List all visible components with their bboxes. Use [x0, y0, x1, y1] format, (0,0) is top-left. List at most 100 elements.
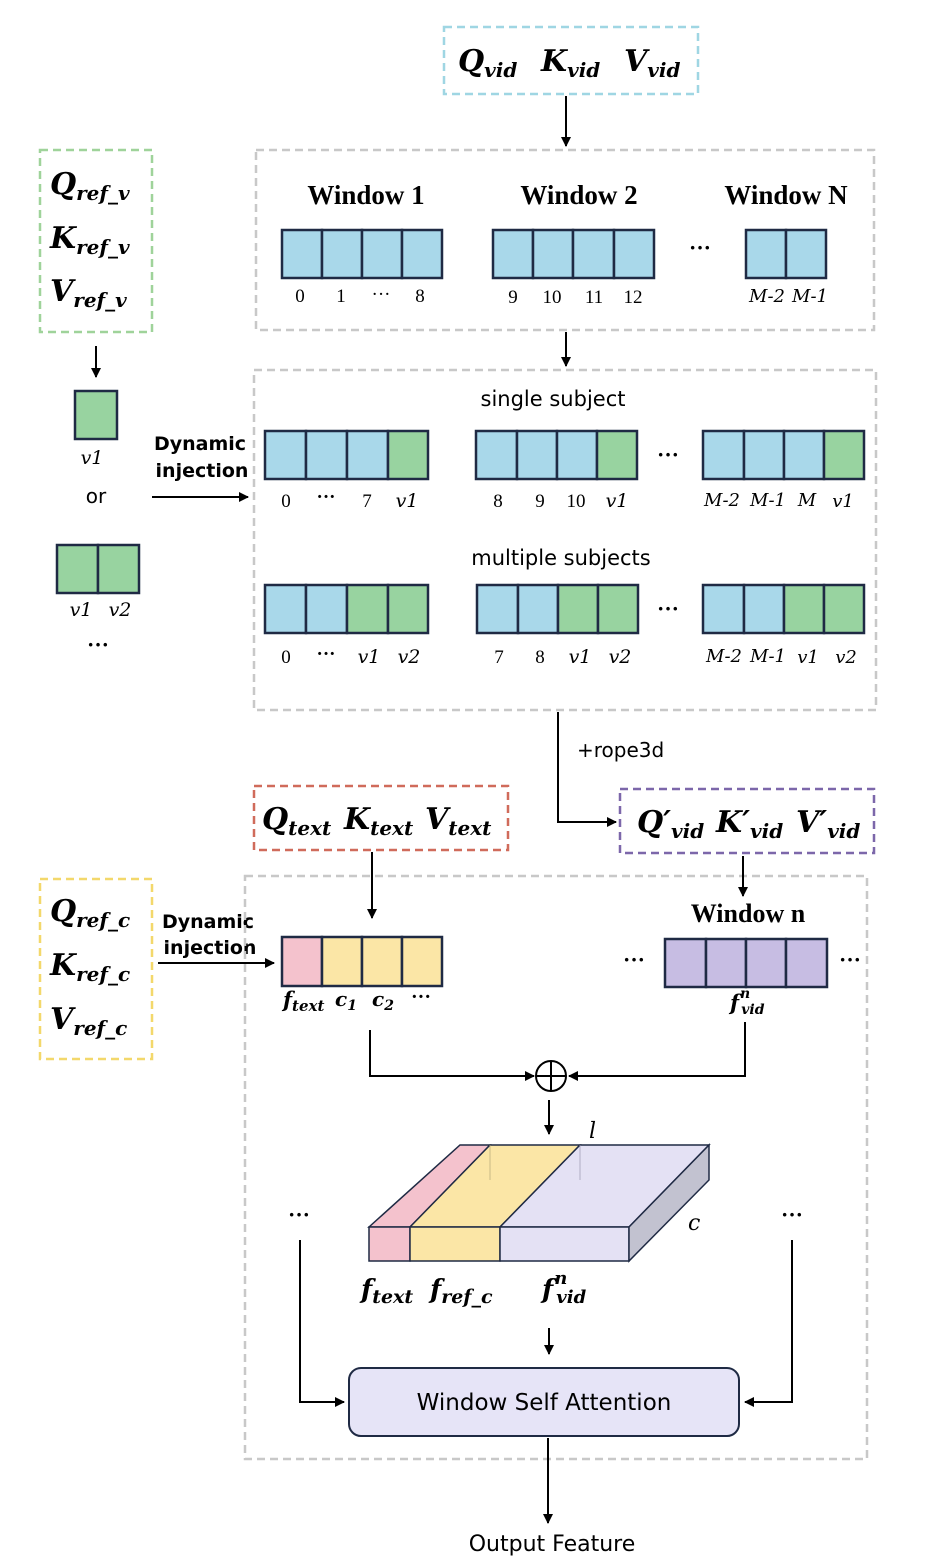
window-n-label: Window n	[691, 899, 806, 928]
window-2-labels: 9 10 11 12	[508, 287, 642, 308]
windows-box	[254, 148, 876, 332]
svg-text:1: 1	[336, 286, 346, 307]
svg-text:8: 8	[493, 491, 503, 512]
svg-text:12: 12	[624, 287, 643, 308]
text-qkv-box	[252, 784, 510, 852]
svg-text:v1: v1	[569, 646, 592, 668]
svg-text:K′vid: K′vid	[715, 805, 783, 843]
svg-text:9: 9	[535, 491, 545, 512]
svg-text:···: ···	[411, 986, 431, 1008]
svg-text:v2: v2	[835, 647, 857, 668]
svg-text:injection: injection	[156, 460, 249, 482]
vid-prime-box	[618, 787, 876, 855]
window-2-cells	[491, 228, 656, 280]
ref-v-box	[38, 148, 154, 334]
text-ref-sequence	[280, 935, 444, 988]
cube-l-label: l	[589, 1119, 596, 1144]
multi-g3-labels: M-2 M-1 v1 v2	[705, 646, 857, 668]
svg-text:0: 0	[281, 647, 291, 668]
text-ref-sequence-labels: ftext c1 c2 ···	[281, 986, 431, 1015]
svg-text:···: ···	[316, 487, 335, 508]
svg-text:V′vid: V′vid	[796, 805, 860, 843]
dynamic-injection-label-1: Dynamic injection	[154, 433, 248, 482]
svg-text:Dynamic: Dynamic	[154, 433, 246, 455]
svg-text:Kvid: Kvid	[540, 44, 600, 82]
rope3d-label: +rope3d	[577, 738, 664, 762]
svg-text:Qref_v: Qref_v	[50, 167, 130, 205]
multi-g1-cells	[263, 583, 430, 635]
svg-text:Vvid: Vvid	[624, 44, 681, 82]
svg-text:fref_c: fref_c	[428, 1275, 493, 1308]
arrow-text-to-merge	[369, 1030, 535, 1081]
svg-text:Vref_c: Vref_c	[50, 1002, 127, 1040]
window-n-labels: M-2 M-1	[748, 286, 828, 307]
dynamic-injection-label-2: Dynamic injection	[162, 911, 256, 959]
ref-c-text: Qref_c Kref_c Vref_c	[49, 894, 130, 1040]
svg-text:v2: v2	[109, 599, 132, 621]
feature-cube	[367, 1143, 711, 1263]
window-self-attention-label: Window Self Attention	[417, 1390, 672, 1416]
ref-v-text: Qref_v Kref_v Vref_v	[49, 167, 130, 312]
svg-text:11: 11	[585, 287, 603, 308]
svg-text:ftext: ftext	[281, 987, 324, 1015]
multi-ref-tokens	[55, 543, 141, 595]
multi-g2-cells	[475, 583, 640, 635]
multi-ref-labels: v1 v2	[70, 599, 132, 621]
top-qkv-text: Qvid Kvid Vvid	[458, 44, 681, 82]
svg-text:M-1: M-1	[749, 646, 786, 667]
window-1-title: Window 1	[307, 180, 424, 210]
svg-text:Vref_v: Vref_v	[50, 274, 127, 312]
arrow-vid-to-merge	[568, 1022, 746, 1081]
svg-text:7: 7	[362, 491, 372, 512]
svg-text:Kref_c: Kref_c	[49, 948, 130, 986]
svg-text:ftext: ftext	[359, 1275, 413, 1308]
single-g1-cells	[263, 429, 430, 481]
svg-text:···: ···	[372, 284, 391, 305]
concat-icon	[535, 1060, 567, 1092]
single-g2-labels: 8 9 10 v1	[493, 490, 628, 512]
arrow-right-to-attention	[744, 1240, 793, 1407]
window-1-labels: 0 1 ··· 8	[295, 284, 425, 307]
vid-sequence	[663, 937, 829, 989]
svg-text:Kref_v: Kref_v	[49, 221, 130, 259]
svg-text:v1: v1	[358, 646, 381, 668]
output-feature-label: Output Feature	[469, 1532, 636, 1557]
svg-text:8: 8	[535, 647, 545, 668]
vid-prime-text: Q′vid K′vid V′vid	[637, 805, 860, 843]
svg-text:c1: c1	[335, 987, 357, 1014]
svg-text:8: 8	[415, 286, 425, 307]
svg-text:v1: v1	[70, 599, 93, 621]
svg-text:v2: v2	[609, 646, 632, 668]
svg-text:M: M	[797, 490, 817, 511]
ref-c-box	[38, 877, 154, 1061]
svg-text:10: 10	[567, 491, 586, 512]
svg-text:0: 0	[281, 491, 291, 512]
svg-text:Qtext: Qtext	[262, 802, 332, 840]
arrow-left-to-attention	[299, 1240, 345, 1407]
single-ellipsis: ···	[657, 442, 679, 467]
arrow-rope3d	[557, 712, 617, 827]
windows-ellipsis: ···	[689, 235, 711, 260]
svg-text:v1: v1	[396, 490, 419, 512]
multi-g1-labels: 0 ··· v1 v2	[281, 644, 420, 668]
svg-text:v1: v1	[797, 647, 819, 668]
single-g3-labels: M-2 M-1 M v1	[703, 490, 854, 512]
svg-text:0: 0	[295, 286, 305, 307]
svg-text:9: 9	[508, 287, 518, 308]
svg-text:Dynamic: Dynamic	[162, 911, 254, 933]
svg-text:v1: v1	[832, 491, 854, 512]
window-n-cells	[744, 228, 828, 280]
svg-text:M-2: M-2	[705, 646, 742, 667]
vid-seq-ellipsis-right: ···	[839, 947, 861, 972]
multi-g2-labels: 7 8 v1 v2	[494, 646, 631, 668]
window-self-attention-box	[348, 1367, 740, 1437]
window-1-cells	[280, 228, 444, 280]
cube-c-label: c	[688, 1211, 700, 1236]
text-qkv-text: Qtext Ktext Vtext	[262, 802, 492, 840]
side-ellipsis-right: ···	[781, 1202, 803, 1227]
single-ref-label: v1	[81, 447, 104, 469]
svg-text:M-1: M-1	[749, 490, 786, 511]
